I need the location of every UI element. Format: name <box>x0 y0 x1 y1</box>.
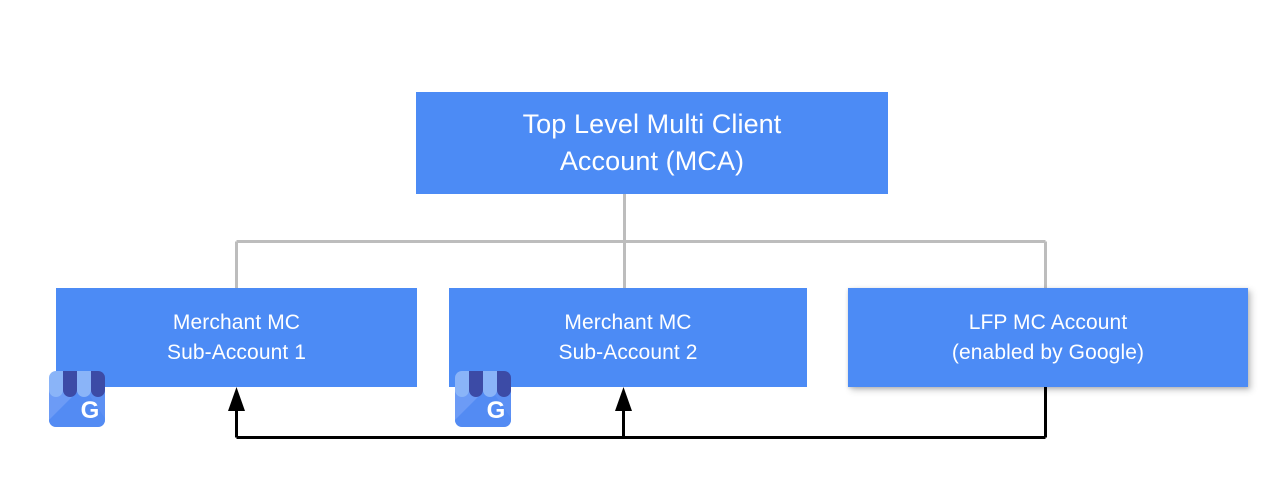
node-label-lfp: LFP MC Account (enabled by Google) <box>951 310 1145 364</box>
gmb-letter-g: G <box>81 397 100 424</box>
node-lfp-mc-account[interactable]: LFP MC Account (enabled by Google) <box>848 288 1248 387</box>
node-merchant-sub-account-1[interactable]: Merchant MC Sub-Account 1 <box>56 288 417 387</box>
google-my-business-icon: G <box>455 371 511 427</box>
node-top-level-mca[interactable]: Top Level Multi Client Account (MCA) <box>416 92 888 194</box>
feedback-arrowhead-sub2 <box>615 387 632 411</box>
node-label-mca: Top Level Multi Client Account (MCA) <box>522 109 782 176</box>
node-label-sub2: Merchant MC Sub-Account 2 <box>558 310 698 364</box>
google-my-business-icon: G <box>49 371 105 427</box>
feedback-arrowhead-sub1 <box>228 387 245 411</box>
node-merchant-sub-account-2[interactable]: Merchant MC Sub-Account 2 <box>449 288 807 387</box>
node-label-sub1: Merchant MC Sub-Account 1 <box>166 310 307 364</box>
gmb-letter-g: G <box>487 397 506 424</box>
